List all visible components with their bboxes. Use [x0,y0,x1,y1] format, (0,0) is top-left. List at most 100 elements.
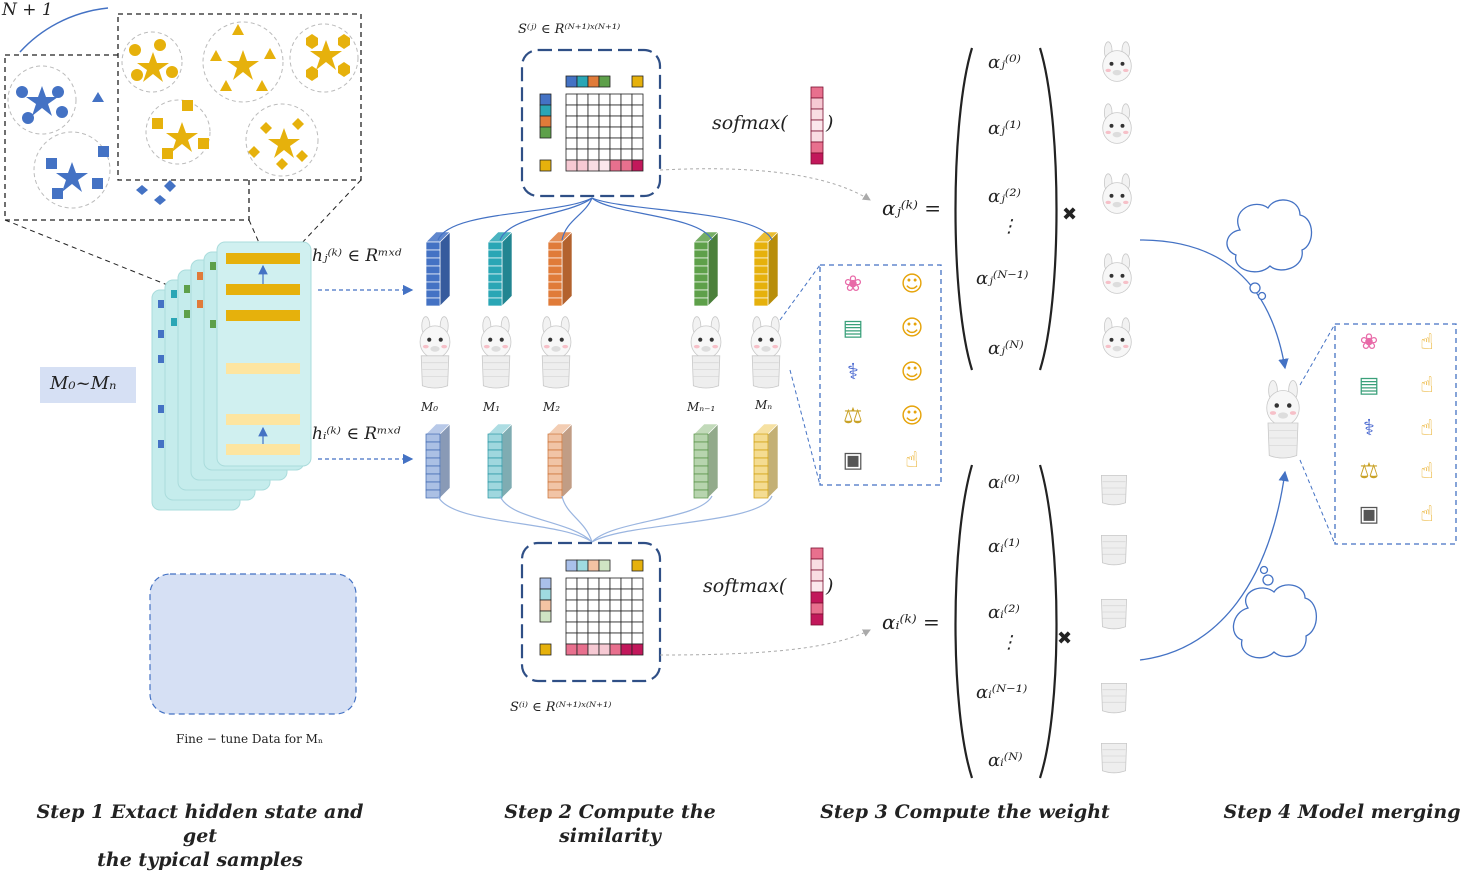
brain-icon: ❀ [1359,330,1379,355]
softmax-cell [810,613,824,626]
matrix-cell [631,115,644,128]
merged-zoom-top [1299,323,1336,386]
matrix-cell [609,621,622,634]
zoom-line-left [4,219,181,291]
matrix-cell [587,621,600,634]
model-label-2: M₂ [543,400,561,414]
matrix-header-cell [631,75,644,88]
step1-title-line2: the typical samples [97,849,303,871]
thumbs-up-icon: ☝ [1420,502,1434,527]
thumbs-up-icon: ☝ [1420,416,1434,441]
softmax-cell [810,569,824,582]
softmax-cell [810,108,824,121]
merged-task-panel [1334,323,1457,545]
cube-bottom-2 [547,423,573,499]
multiply-i-icon: ✖ [1057,628,1073,649]
model-label-0: M₀ [421,400,439,414]
model-llama-1 [480,316,512,389]
weighted-llama-j-1 [1102,103,1132,144]
count-curve [19,7,109,53]
matrix-cell [620,643,633,656]
matrix-cell [565,93,578,106]
matrix-cell [598,610,611,623]
softmax-cell [810,152,824,165]
matrix-cell [565,104,578,117]
cube-bottom-3 [693,423,719,499]
matrix-cell [631,621,644,634]
alpha-i-label: αᵢ⁽ᵏ⁾ = [882,610,940,634]
thumbs-up-icon: ☝ [1420,373,1434,398]
matrix-cell [598,632,611,645]
matrix-cell [598,115,611,128]
matrix-cell [631,137,644,150]
stethoscope-icon: ⚕ [1363,416,1375,441]
matrix-cell [565,126,578,139]
matrix-cell [587,93,600,106]
matrix-cell [620,115,633,128]
matrix-side-cell [539,93,552,106]
stethoscope-icon: ⚕ [847,360,859,385]
matrix-cell [576,643,589,656]
matrix-cell [631,104,644,117]
matrix-side-cell [539,643,552,656]
matrix-cell [598,148,611,161]
matrix-cell [598,577,611,590]
weighted-llama-j-2 [1102,173,1132,214]
softmax-top-close: ) [826,112,834,134]
merge-arrow-bottom [1139,470,1289,661]
matrix-cell [631,610,644,623]
scales-icon: ⚖ [1359,459,1379,484]
matrix-cell [631,126,644,139]
finetune-data-label: Fine − tune Data for Mₙ [176,732,324,746]
thought-cloud-bottom [1232,565,1318,659]
model-llama-4 [750,316,782,389]
matrix-cell [587,588,600,601]
matrix-cell [620,588,633,601]
weighted-llama-j-4 [1102,317,1132,358]
matrix-cell [587,148,600,161]
books-icon: ▤ [1358,373,1380,398]
alpha-i-ellipsis: ⋮ [1000,632,1018,653]
matrix-side-cell [539,126,552,139]
matrix-cell [620,621,633,634]
matrix-cell [609,643,622,656]
weighted-body-i-1 [1100,535,1128,566]
matrix-cell [631,588,644,601]
cube-top-2 [547,231,573,307]
matrix-cell [609,599,622,612]
matrix-side-cell [539,159,552,172]
matrix-cell [609,632,622,645]
weighted-body-i-4 [1100,743,1128,774]
matrix-cell [565,588,578,601]
softmax-top-label: sofmax( [712,112,788,134]
cube-top-1 [487,231,513,307]
books-icon: ▤ [842,316,864,341]
alpha-j-n: αⱼ⁽ᴺ⁾ [988,338,1024,359]
thinking-face-icon: ☺ [900,316,924,341]
model-llama-0 [419,316,451,389]
similarity-i-label: S⁽ⁱ⁾ ∈ R⁽ᴺ⁺¹⁾ˣ⁽ᴺ⁺¹⁾ [510,700,612,715]
matrix-cell [620,104,633,117]
softmax-cell [810,580,824,593]
converge-lines-bottom [437,495,773,543]
softmax-vector-bottom [810,547,824,626]
step2-title: Step 2 Compute the similarity [504,801,716,847]
brain-icon: ❀ [843,272,863,297]
matrix-header-cell [587,559,600,572]
cluster-panel-front [117,13,362,181]
model-label-n-minus-1: Mₙ₋₁ [687,400,716,414]
matrix-cell [620,577,633,590]
matrix-header-cell [565,75,578,88]
matrix-cell [609,148,622,161]
matrix-cell [576,610,589,623]
matrix-cell [631,148,644,161]
matrix-cell [620,610,633,623]
matrix-cell [598,588,611,601]
cube-bottom-4 [753,423,779,499]
matrix-header-cell [576,75,589,88]
matrix-cell [565,577,578,590]
matrix-cell [631,93,644,106]
merged-zoom-bottom [1299,459,1336,545]
hidden-state-j-label: hⱼ⁽ᵏ⁾ ∈ Rᵐˣᵈ [312,246,402,266]
cluster-count-label: N + 1 [2,0,53,20]
